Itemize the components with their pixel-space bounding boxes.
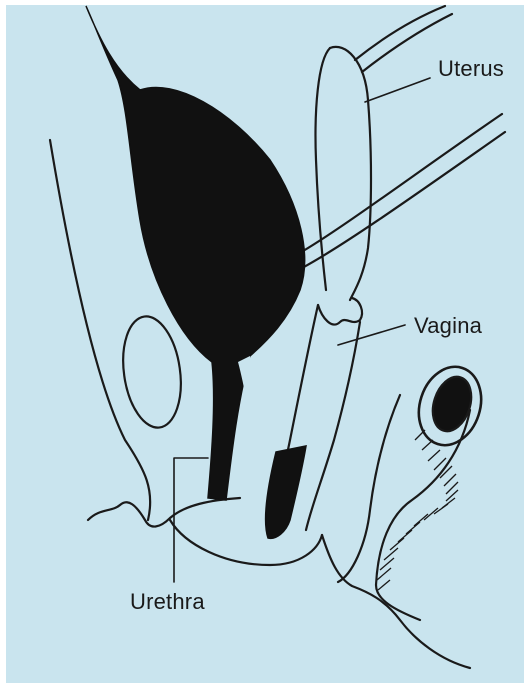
vagina-leader-line [338,325,405,345]
perineum-line [88,498,240,527]
lower-tube-outer [298,114,502,254]
urethra-leader-line [174,458,208,582]
uterus-leader-line [365,78,430,102]
uterus-outline [330,47,371,300]
rectum-hatching [377,430,458,590]
pubic-bone [116,313,187,432]
urethra-black [266,446,306,538]
labia-outline [170,520,322,565]
vagina-label: Vagina [414,313,482,339]
urethra-label: Urethra [130,589,205,615]
uterus-label: Uterus [438,56,504,82]
vagina-right-wall [306,322,360,530]
bladder-neck-gap [238,356,262,470]
upper-tube-outer [355,6,445,60]
lower-tube-inner [302,132,505,268]
buttock-line [322,535,470,668]
rectum-lumen [426,372,478,436]
body-wall-outline [50,140,150,520]
cervix [318,298,362,325]
